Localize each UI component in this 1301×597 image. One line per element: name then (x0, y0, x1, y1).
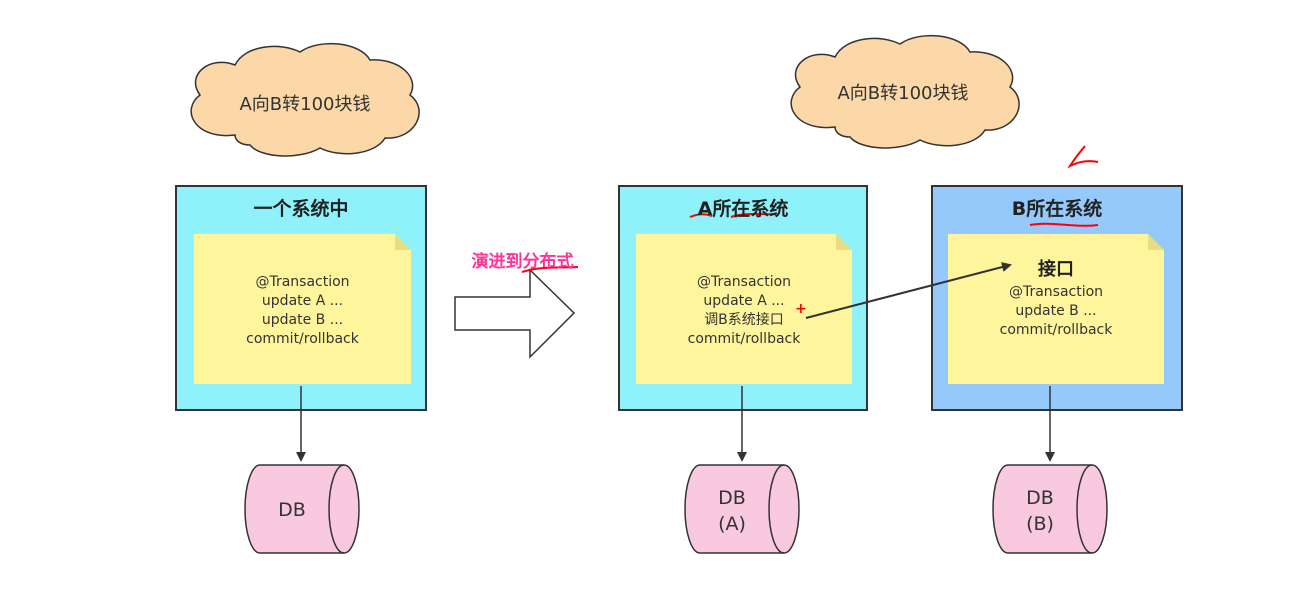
system-title-b: B所在系统 (1011, 198, 1103, 220)
annotation-underline (689, 213, 713, 218)
note-b-title: 接口 (1038, 259, 1074, 280)
note-line: commit/rollback (999, 322, 1113, 338)
note-line: update A ... (261, 293, 344, 309)
system-title-single: 一个系统中 (253, 198, 349, 220)
note-line: 调B系统接口 (704, 312, 784, 328)
annotation-underline (521, 266, 579, 273)
note-line: update A ... (703, 293, 785, 309)
annotation-plus: + (795, 301, 807, 317)
note-a-text: @Transaction update A ... 调B系统接口 commit/… (636, 273, 852, 349)
note-line: update B ... (261, 312, 344, 328)
note-line: commit/rollback (246, 331, 359, 347)
db-line: (B) (1026, 513, 1054, 535)
db-line: DB (1026, 487, 1054, 509)
cloud-left-text: A向B转100块钱 (239, 94, 371, 115)
cloud-right (790, 34, 1020, 149)
db-cylinder-single (244, 464, 360, 554)
annotation-check-icon (1067, 145, 1099, 169)
call-arrow (805, 262, 1012, 319)
annotation-underline (730, 213, 777, 218)
note-b-text: @Transaction update B ... commit/rollbac… (948, 283, 1164, 340)
system-title-a: A所在系统 (697, 198, 789, 220)
note-line: @Transaction (696, 274, 792, 290)
note-line: commit/rollback (687, 331, 801, 347)
note-fold-icon (836, 234, 852, 250)
note-line: @Transaction (1008, 284, 1104, 300)
annotation-underline (1029, 222, 1099, 227)
evolve-label: 演进到分布式 (471, 252, 574, 272)
db-label-single: DB (252, 497, 332, 523)
note-a (636, 234, 852, 384)
db-label-b: DB (B) (1000, 485, 1080, 537)
note-fold-icon (395, 234, 411, 250)
db-line: (A) (718, 513, 746, 535)
db-label-a: DB (A) (692, 485, 772, 537)
db-line: DB (718, 487, 746, 509)
note-line: @Transaction (255, 274, 350, 290)
note-single-text: @Transaction update A ... update B ... c… (194, 273, 411, 349)
evolve-arrow-icon (454, 268, 576, 359)
note-fold-icon (1148, 234, 1164, 250)
cloud-left (190, 42, 420, 157)
note-line: update B ... (1015, 303, 1097, 319)
db-cylinder-a (684, 464, 800, 554)
note-single (194, 234, 411, 384)
cloud-right-text: A向B转100块钱 (837, 83, 969, 104)
db-line: DB (278, 499, 306, 521)
db-cylinder-b (992, 464, 1108, 554)
